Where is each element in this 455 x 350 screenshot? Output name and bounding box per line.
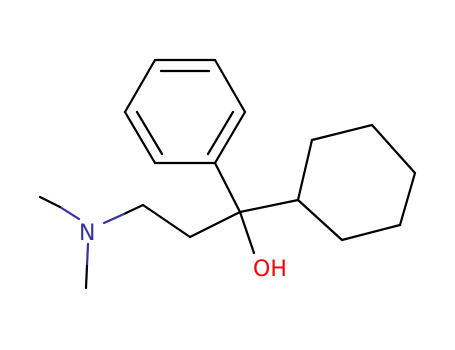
bond-chain-nitrogen-c: [122, 203, 145, 216]
bond-central-phenyl: [213, 161, 242, 214]
hydroxyl-label: OH: [253, 257, 287, 282]
bond-chain: [141, 203, 192, 239]
bond-nitrogen-methyl-lower-n: [85, 242, 90, 268]
phenyl-bond: [123, 110, 157, 165]
bond-central-cyclohexyl: [238, 198, 300, 214]
phenyl-bond: [213, 110, 247, 165]
cyclohexyl-bond: [310, 123, 374, 142]
cyclohexyl-bond: [340, 223, 402, 242]
bond-nitrogen-methyl-upper-n: [58, 205, 81, 221]
bond-central-chain: [188, 210, 242, 239]
backbone: [38, 161, 300, 290]
bond-chain-nitrogen-n: [102, 212, 126, 225]
cyclohexyl-bond: [296, 198, 344, 242]
nitrogen-label: N: [79, 221, 95, 246]
phenyl-bond: [123, 58, 157, 114]
cyclohexyl-bond: [398, 171, 417, 227]
cyclohexyl-bond: [296, 138, 314, 202]
bond-central-oxygen: [238, 210, 256, 255]
bond-nitrogen-methyl-upper-c: [38, 195, 62, 209]
cyclohexyl-bond: [370, 123, 417, 175]
bond-nitrogen-methyl-lower-c: [84, 264, 89, 290]
phenyl-ring: [123, 58, 247, 165]
phenyl-bond: [213, 58, 247, 114]
cyclohexyl-ring: [296, 123, 417, 242]
phenyl-double-bond: [206, 110, 235, 156]
phenyl-double-bond: [135, 110, 164, 156]
